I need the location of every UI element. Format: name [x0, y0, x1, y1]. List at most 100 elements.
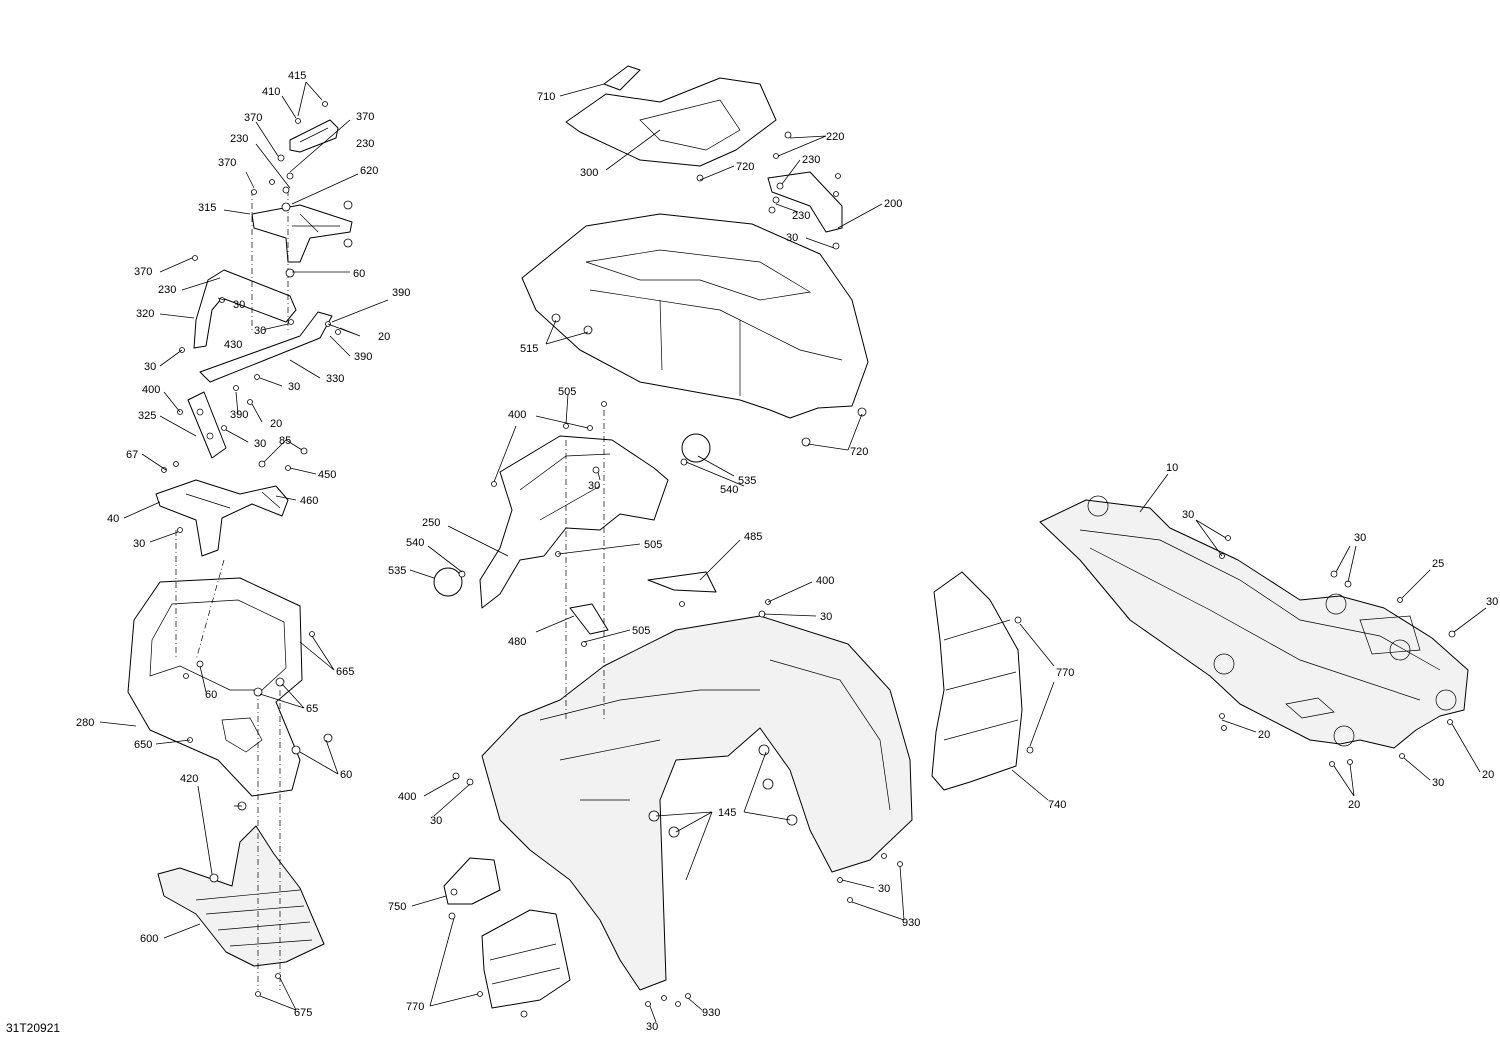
part-740-deflector[interactable] [931, 571, 1023, 791]
front-fender-assembly [433, 410, 1023, 1009]
callout-650: 650 [134, 739, 152, 751]
callout-505: 505 [632, 625, 650, 637]
callout-770: 770 [1056, 667, 1074, 679]
part-535-cap[interactable] [681, 433, 711, 463]
callout-505: 505 [644, 539, 662, 551]
callout-20: 20 [1258, 729, 1270, 741]
callout-600: 600 [140, 933, 158, 945]
callout-30: 30 [233, 299, 245, 311]
part-200-bracket[interactable] [767, 171, 843, 233]
part-325-plate[interactable] [187, 391, 227, 459]
callout-720: 720 [736, 161, 754, 173]
callout-30: 30 [588, 480, 600, 492]
callout-400: 400 [398, 791, 416, 803]
callout-67: 67 [126, 449, 138, 461]
part-40-bracket[interactable] [155, 479, 289, 557]
callout-25: 25 [1432, 558, 1444, 570]
callout-30: 30 [1432, 777, 1444, 789]
callout-370: 370 [134, 266, 152, 278]
callout-485: 485 [744, 531, 762, 543]
callout-540: 540 [720, 484, 738, 496]
part-750-deflector-lower[interactable] [481, 909, 571, 1009]
part-535-cap-lower[interactable] [433, 567, 463, 597]
callout-labels: 415 410 370 370 230 230 370 620 315 370 … [6, 70, 1498, 1035]
callout-390: 390 [392, 287, 410, 299]
reference-code: 31T20921 [6, 1021, 60, 1035]
callout-30: 30 [820, 611, 832, 623]
callout-675: 675 [294, 1007, 312, 1019]
part-485-trim[interactable] [647, 571, 717, 593]
front-rack-assembly [127, 119, 353, 990]
callout-230: 230 [356, 138, 374, 150]
callout-145: 145 [718, 807, 736, 819]
callout-30: 30 [646, 1021, 658, 1033]
callout-415: 415 [288, 70, 306, 82]
callout-480: 480 [508, 636, 526, 648]
callout-740: 740 [1048, 799, 1066, 811]
callout-30: 30 [1486, 596, 1498, 608]
floor-panel-assembly [1039, 495, 1469, 749]
callout-770: 770 [406, 1001, 424, 1013]
callout-930: 930 [902, 917, 920, 929]
callout-665: 665 [336, 666, 354, 678]
part-710-cover[interactable] [603, 65, 641, 91]
part-10-floor-panel[interactable] [1039, 499, 1469, 749]
callout-390: 390 [354, 351, 372, 363]
part-415-bracket[interactable] [289, 119, 339, 153]
callout-60: 60 [353, 268, 365, 280]
part-320-handle[interactable] [193, 269, 297, 349]
callout-300: 300 [580, 167, 598, 179]
callout-30: 30 [878, 883, 890, 895]
part-330-bar[interactable] [199, 311, 333, 383]
callout-420: 420 [180, 773, 198, 785]
callout-450: 450 [318, 469, 336, 481]
dashboard-assembly [521, 65, 869, 419]
callout-30: 30 [1182, 509, 1194, 521]
callout-200: 200 [884, 198, 902, 210]
callout-460: 460 [300, 495, 318, 507]
part-fender-main[interactable] [481, 615, 913, 991]
fasteners [161, 101, 1456, 1018]
leader-lines [99, 81, 1487, 1023]
callout-325: 325 [138, 410, 156, 422]
callout-40: 40 [107, 513, 119, 525]
callout-20: 20 [378, 331, 390, 343]
part-250-mudguard[interactable] [479, 435, 669, 609]
part-hood-front-fascia[interactable] [521, 213, 869, 419]
callout-20: 20 [1348, 799, 1360, 811]
part-480-vent[interactable] [569, 603, 609, 635]
callout-505: 505 [558, 386, 576, 398]
callout-710: 710 [537, 91, 555, 103]
callout-60: 60 [205, 689, 217, 701]
callout-320: 320 [136, 308, 154, 320]
part-300-dash-cover[interactable] [565, 77, 777, 167]
callout-230: 230 [230, 133, 248, 145]
callout-30: 30 [1354, 532, 1366, 544]
callout-20: 20 [1482, 769, 1494, 781]
callout-370: 370 [218, 157, 236, 169]
callout-330: 330 [326, 373, 344, 385]
callout-620: 620 [360, 165, 378, 177]
callout-30: 30 [430, 815, 442, 827]
callout-230: 230 [158, 284, 176, 296]
callout-535: 535 [388, 565, 406, 577]
part-315-bracket[interactable] [251, 204, 353, 263]
part-280-bumper[interactable] [127, 577, 303, 797]
callout-65: 65 [306, 703, 318, 715]
callout-390: 390 [230, 409, 248, 421]
callout-60: 60 [340, 769, 352, 781]
callout-720: 720 [850, 446, 868, 458]
callout-400: 400 [508, 409, 526, 421]
callout-930: 930 [702, 1007, 720, 1019]
callout-750: 750 [388, 901, 406, 913]
callout-400: 400 [142, 384, 160, 396]
callout-10: 10 [1166, 462, 1178, 474]
callout-30: 30 [288, 381, 300, 393]
callout-315: 315 [198, 202, 216, 214]
callout-220: 220 [826, 131, 844, 143]
callout-370: 370 [356, 111, 374, 123]
callout-540: 540 [406, 537, 424, 549]
part-750-deflector[interactable] [443, 857, 501, 905]
callout-20: 20 [270, 418, 282, 430]
callout-85: 85 [279, 435, 291, 447]
